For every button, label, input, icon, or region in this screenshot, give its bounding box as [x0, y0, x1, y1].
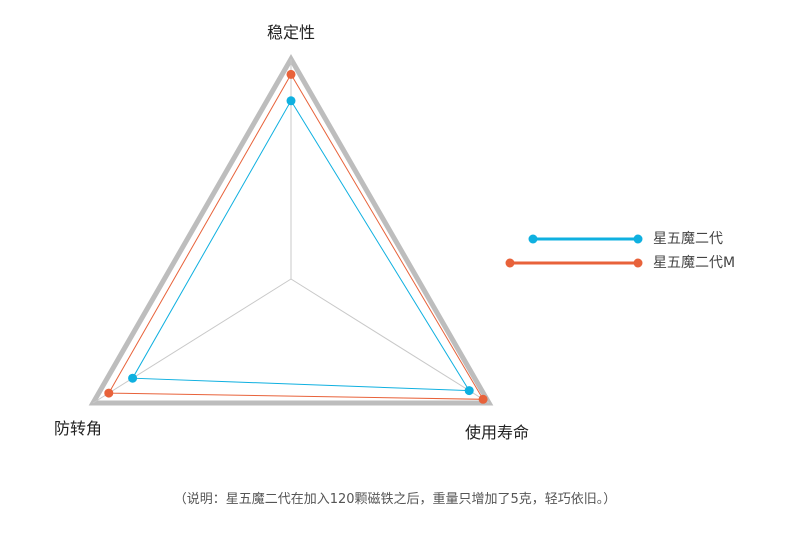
- footnote: （说明：星五魔二代在加入120颗磁铁之后，重量只增加了5克，轻巧依旧。）: [173, 492, 617, 507]
- axis-label-anti-twist: 防转角: [54, 419, 102, 438]
- radar-spokes: [92, 59, 490, 404]
- radar-spoke: [290, 278, 490, 404]
- series-1-point-3: [128, 373, 138, 383]
- legend-label-series-1: 星五魔二代: [653, 231, 723, 247]
- legend-marker-series-2: [505, 258, 515, 268]
- series-layer: [104, 69, 488, 404]
- legend: 星五魔二代 星五魔二代M: [505, 231, 735, 271]
- axis-label-lifespan: 使用寿命: [465, 423, 529, 442]
- series-2-point-3: [104, 388, 114, 398]
- series-1-polygon: [131, 99, 471, 392]
- series-1-point-1: [286, 96, 296, 106]
- series-2-polygon: [107, 73, 484, 400]
- series-1-point-2: [464, 386, 474, 396]
- radar-spoke: [92, 278, 292, 404]
- legend-marker-series-1: [528, 234, 538, 244]
- series-2-point-1: [286, 69, 296, 79]
- legend-marker-series-1: [633, 234, 643, 244]
- series-2-point-2: [478, 394, 488, 404]
- legend-label-series-2: 星五魔二代M: [653, 255, 735, 271]
- radar-frame: [88, 53, 494, 406]
- axis-label-stability: 稳定性: [267, 23, 315, 42]
- legend-marker-series-2: [633, 258, 643, 268]
